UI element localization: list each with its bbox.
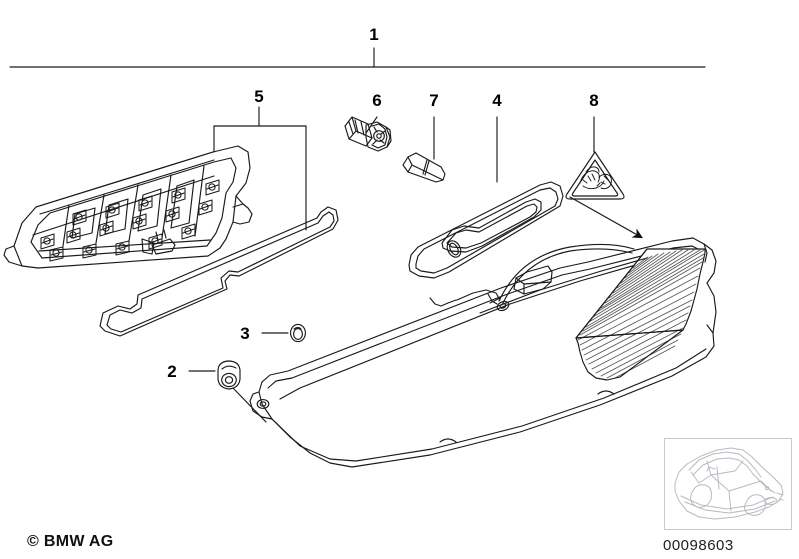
callout-number-6: 6 [372,91,382,110]
carrier-tab-b [151,238,176,255]
part-6-bulb-socket [344,116,392,152]
callout-number-1: 1 [369,25,379,44]
warning-triangle-glyph [579,166,612,190]
callout-number-7: 7 [429,91,439,110]
callout-number-4: 4 [492,91,502,110]
part-3-small-grommet [290,323,306,343]
callout-number-2: 2 [167,362,177,381]
carrier-tab-a [141,238,155,255]
vehicle-locator-thumbnail [664,438,792,530]
leader-6 [365,116,378,134]
callout-1-bracket [9,47,706,68]
callout-5-bracket [213,106,307,231]
callout-number-3: 3 [240,324,250,343]
part-7-bulb [402,152,446,183]
part-number-label: 00098603 [663,537,734,554]
part-1-lamp-assembly-body [249,237,717,468]
callout-number-5: 5 [254,87,264,106]
part-4-cover-panel [408,181,564,279]
callout-number-8: 8 [589,91,599,110]
warning-pointer-arrow [569,196,644,239]
vehicle-outline-icon [674,447,784,520]
callout-leader-lines [188,116,595,372]
part-8-warning-triangle [565,151,625,200]
copyright-notice: © BMW AG [27,533,114,550]
part-5-bulb-carrier [3,145,253,269]
part-5-gasket-seal [99,206,339,337]
